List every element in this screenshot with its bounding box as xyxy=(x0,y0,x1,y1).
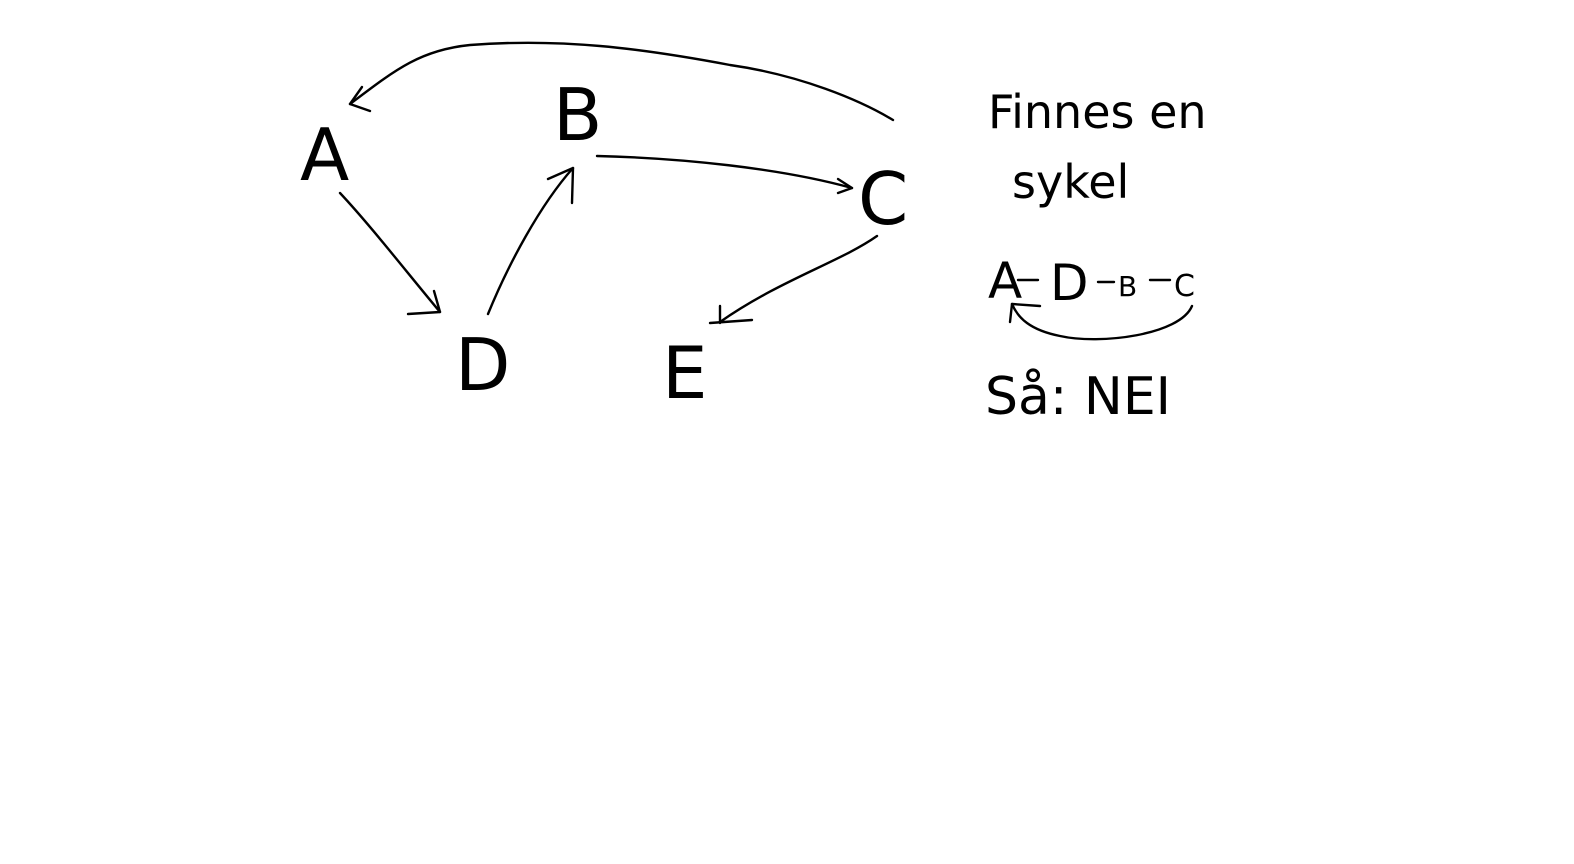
cycle-node-a: A xyxy=(988,252,1022,310)
cycle-node-d: D xyxy=(1050,254,1089,312)
edge-c-to-e xyxy=(708,234,879,325)
arrowhead-icon xyxy=(1008,302,1042,324)
edge-b-to-c xyxy=(595,154,854,195)
node-d: D xyxy=(455,323,510,407)
arrowhead-icon xyxy=(406,289,442,316)
node-a: A xyxy=(300,113,349,197)
answer-text: Så: NEI xyxy=(985,367,1171,427)
node-b: B xyxy=(553,73,602,157)
arrowhead-icon xyxy=(708,304,754,325)
edge-c-to-a xyxy=(348,41,895,122)
arrowhead-icon xyxy=(348,85,372,113)
node-c: C xyxy=(858,157,908,241)
cycle-node-c: C xyxy=(1174,269,1195,304)
node-e: E xyxy=(662,331,708,415)
note-question-line2: sykel xyxy=(1012,155,1129,209)
edge-a-to-d xyxy=(338,191,442,316)
arrowhead-icon xyxy=(836,177,854,195)
arrowhead-icon xyxy=(546,166,575,205)
note-question-line1: Finnes en xyxy=(988,85,1207,139)
edge-d-to-b xyxy=(486,166,575,316)
cycle-sequence: A D B C xyxy=(988,252,1195,341)
cycle-node-b: B xyxy=(1118,270,1137,303)
cycle-return-arrow xyxy=(1010,302,1194,341)
